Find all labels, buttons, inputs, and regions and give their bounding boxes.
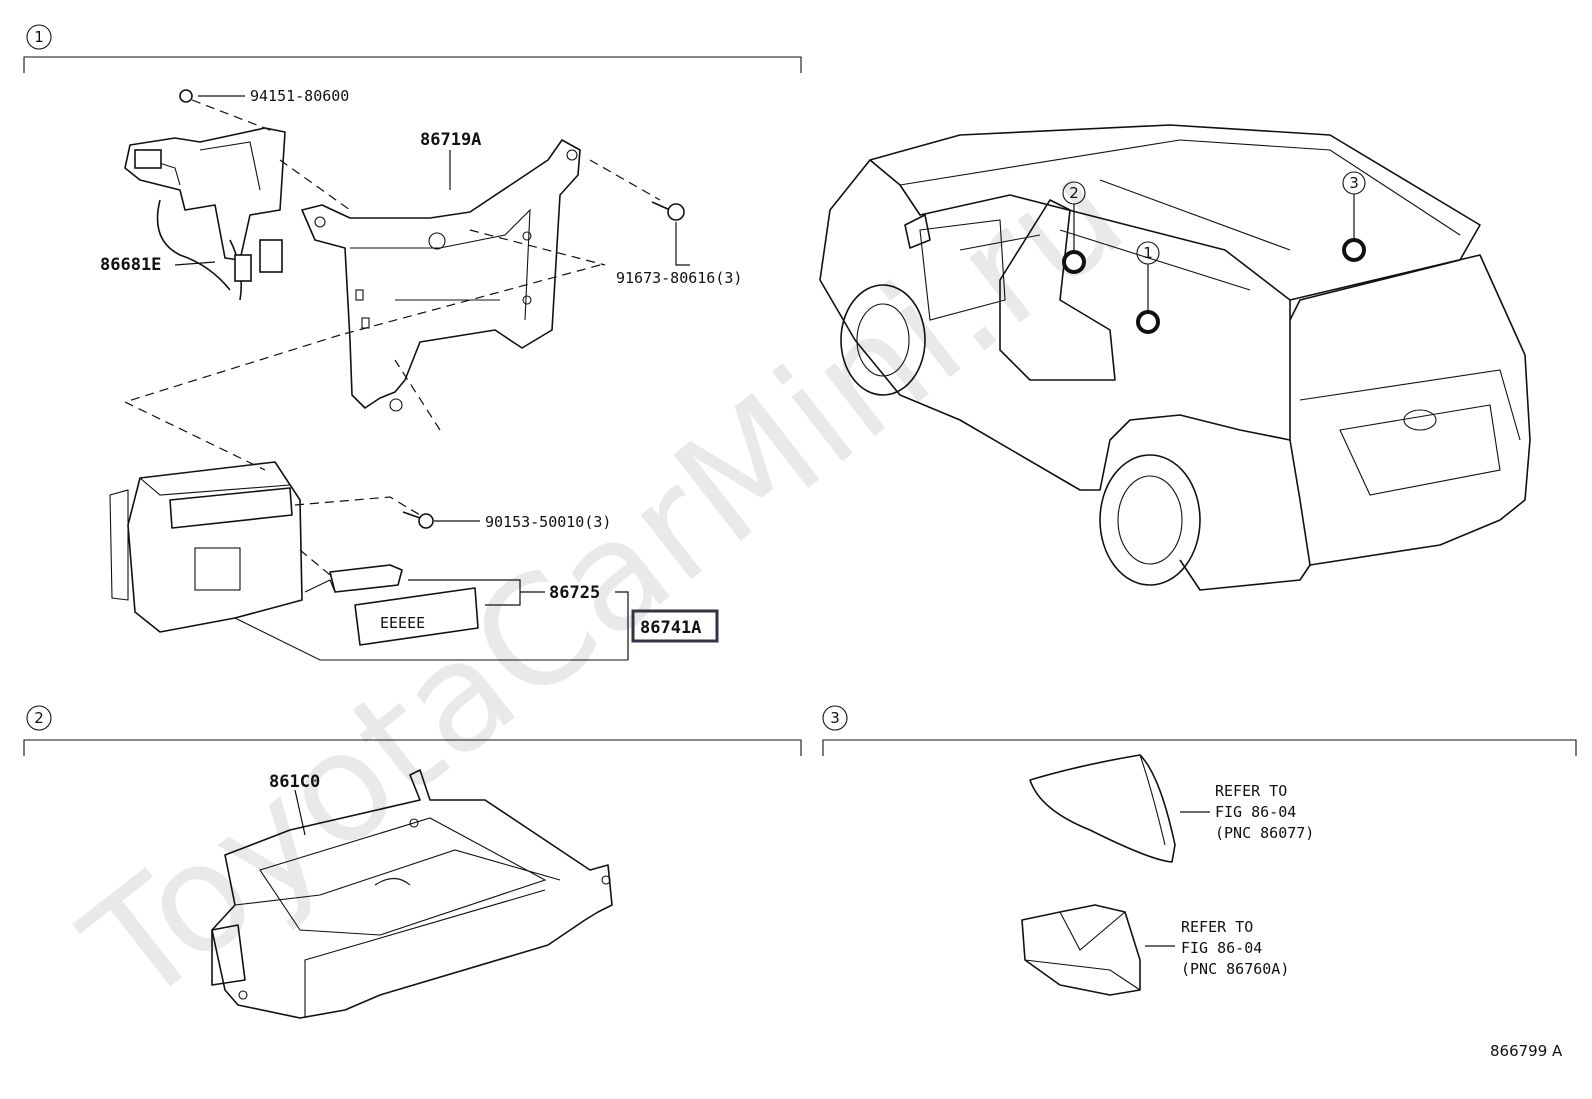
part-label-86741A-box: 86741A — [631, 609, 719, 643]
location-marker-3: 3 — [1342, 171, 1366, 262]
location-marker-3-number: 3 — [1349, 174, 1359, 192]
watermark-text: ToyotaCarMini.ru — [54, 126, 1155, 1039]
bolt-91673: 91673-80616(3) — [589, 159, 742, 287]
vehicle-illustration — [819, 124, 1531, 591]
antenna-lower: REFER TO FIG 86-04 (PNC 86760A) — [1021, 904, 1289, 996]
ref-1-line3: (PNC 86077) — [1215, 824, 1314, 842]
part-label-91673-80616: 91673-80616(3) — [616, 269, 742, 287]
antenna-upper: REFER TO FIG 86-04 (PNC 86077) — [1029, 754, 1314, 863]
ref-1-line1: REFER TO — [1215, 782, 1287, 800]
holder-86725: EEEEE 86725 — [304, 564, 629, 660]
ref-2-line3: (PNC 86760A) — [1181, 960, 1289, 978]
part-label-90153-50010: 90153-50010(3) — [485, 513, 611, 531]
location-marker-1-number: 1 — [1143, 244, 1153, 262]
location-marker-2: 2 — [1062, 181, 1086, 274]
module-861C0: 861C0 — [211, 769, 613, 1019]
harness-bracket-86681E: 86681E — [100, 127, 286, 301]
part-label-861C0: 861C0 — [269, 772, 320, 792]
part-label-94151-80600: 94151-80600 — [250, 87, 349, 105]
assembly-lines — [124, 159, 606, 576]
watermark: ToyotaCarMini.ru — [54, 126, 1155, 1039]
document-id: 866799 A — [1490, 1042, 1563, 1060]
section-3-header: 3 — [822, 705, 1577, 756]
bracket-86719A: 86719A — [301, 130, 581, 412]
screw-90153: 90153-50010(3) — [402, 511, 611, 531]
section-1-header: 1 — [23, 24, 802, 73]
part-label-86725: 86725 — [549, 583, 600, 603]
ecu-86741A — [109, 461, 628, 661]
location-marker-2-number: 2 — [1069, 184, 1079, 202]
ref-2-line2: FIG 86-04 — [1181, 939, 1262, 957]
part-label-86741A: 86741A — [640, 618, 701, 638]
ref-2-line1: REFER TO — [1181, 918, 1253, 936]
part-label-86681E: 86681E — [100, 255, 161, 275]
part-label-86719A: 86719A — [420, 130, 481, 150]
holder-marking: EEEEE — [380, 614, 425, 632]
ref-1-line2: FIG 86-04 — [1215, 803, 1296, 821]
section-2-number: 2 — [34, 709, 44, 727]
section-3-number: 3 — [830, 709, 840, 727]
section-2-header: 2 — [23, 705, 802, 756]
location-marker-1: 1 — [1136, 241, 1160, 334]
section-1-number: 1 — [34, 28, 44, 46]
screw-94151: 94151-80600 — [179, 87, 349, 133]
